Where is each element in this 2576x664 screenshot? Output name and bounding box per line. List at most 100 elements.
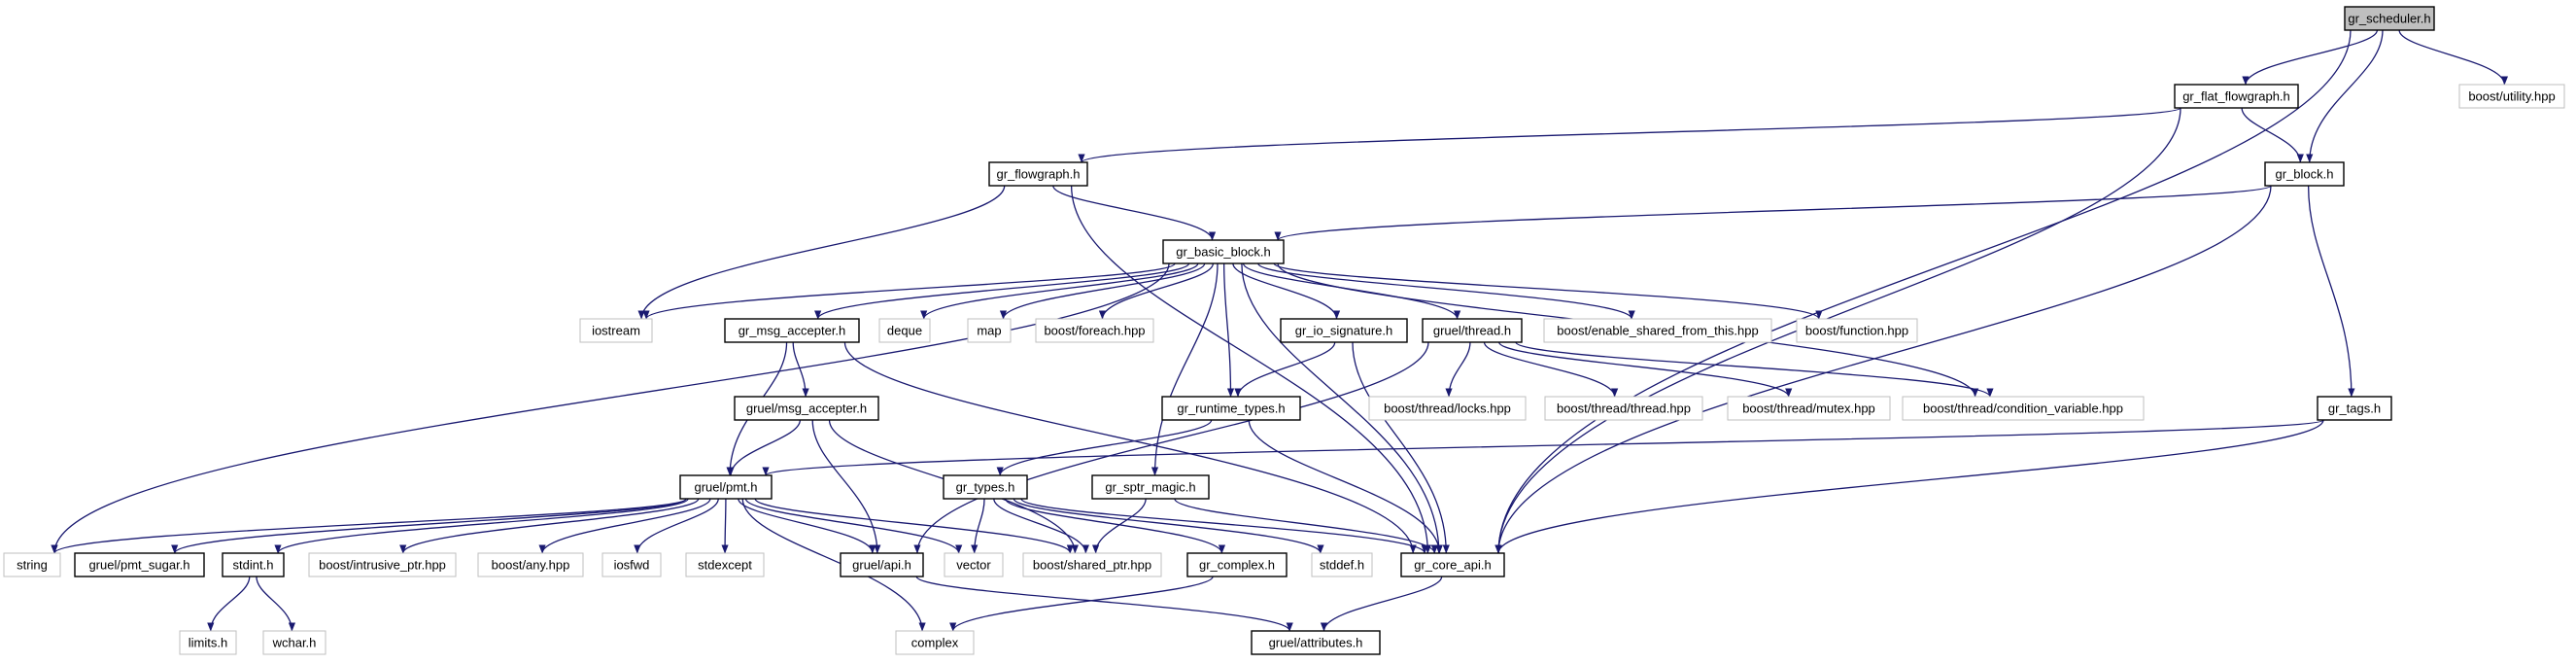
edge-arrow [1483,341,1619,398]
node-gr-block[interactable]: gr_block.h [2264,161,2345,187]
node-box [1251,630,1381,655]
node-gr-core-api[interactable]: gr_core_api.h [1400,552,1505,577]
node-box [1796,318,1918,343]
node-box [3,552,61,577]
node-label: gruel/pmt_sugar.h [88,557,189,572]
node-gruel-api[interactable]: gruel/api.h [840,552,924,577]
edge-arrow [993,498,1089,554]
node-deque: deque [878,318,931,343]
node-label: gruel/msg_accepter.h [746,401,867,415]
edge-gr-scheduler-to-gr-core-api [1494,29,2352,554]
node-label: boost/thread/locks.hpp [1384,401,1511,415]
edge-gruel-pmt-to-iosfwd [634,498,719,554]
node-box [734,396,879,421]
node-gr-scheduler[interactable]: gr_scheduler.h [2344,6,2435,31]
node-gr-sptr-magic[interactable]: gr_sptr_magic.h [1091,474,1210,500]
edge-gr-flat-flowgraph-to-gr-flowgraph [1078,107,2181,163]
node-stdint[interactable]: stdint.h [222,552,285,577]
node-box [967,318,1012,343]
node-gruel-pmt[interactable]: gruel/pmt.h [679,474,773,500]
edge-arrow [634,498,719,554]
node-gr-tags[interactable]: gr_tags.h [2317,396,2392,421]
edge-arrow [814,262,1190,320]
edge-gr-basic-block-to-map [999,262,1206,320]
node-label: gr_flowgraph.h [997,166,1081,181]
edge-gr-basic-block-to-gr-msg-accepter [814,262,1190,320]
edge-arrow [1241,262,1443,554]
edge-gr-scheduler-to-gr-block [2306,29,2384,163]
node-stdexcept: stdexcept [685,552,765,577]
node-boost-thread-cv: boost/thread/condition_variable.hpp [1902,396,2145,421]
edge-gr-basic-block-to-boost-esft [1257,262,1635,320]
edge-gr-flowgraph-to-gr-basic-block [1052,185,1217,241]
node-complex: complex [895,630,975,655]
edge-gr-runtime-types-to-gr-types [996,419,1213,476]
node-boost-esft: boost/enable_shared_from_this.hpp [1543,318,1772,343]
node-box [943,474,1028,500]
edge-gr-basic-block-to-boost-function [1273,262,1823,320]
edge-gr-types-to-stddef [1013,498,1324,554]
node-gr-runtime-types[interactable]: gr_runtime_types.h [1161,396,1301,421]
node-boost-thread-locks: boost/thread/locks.hpp [1368,396,1527,421]
edge-gr-complex-to-complex [949,576,1214,632]
edge-arrow [792,341,809,398]
node-gr-complex[interactable]: gr_complex.h [1186,552,1288,577]
node-gruel-pmt-sugar[interactable]: gruel/pmt_sugar.h [74,552,205,577]
node-gr-flowgraph[interactable]: gr_flowgraph.h [988,161,1088,187]
node-gr-io-signature[interactable]: gr_io_signature.h [1280,318,1408,343]
edge-arrow [1257,262,1635,320]
edge-arrow [1070,185,1431,554]
node-box [944,552,1004,577]
node-box [579,318,653,343]
node-box [1035,318,1154,343]
node-box [2344,6,2435,31]
node-gruel-thread[interactable]: gruel/thread.h [1422,318,1523,343]
node-gr-msg-accepter[interactable]: gr_msg_accepter.h [724,318,860,343]
node-label: gruel/api.h [852,557,911,572]
edge-gruel-pmt-to-boost-shared-ptr [754,498,1074,554]
edge-gr-flat-flowgraph-to-gr-core-api [1494,107,2181,554]
node-label: complex [911,635,959,649]
edge-arrow [1273,262,1823,320]
node-gr-types[interactable]: gr_types.h [943,474,1028,500]
edge-gruel-pmt-to-string [51,498,687,554]
node-box [1091,474,1210,500]
edge-arrow [1248,419,1443,554]
edge-arrow [1242,262,1461,320]
edge-arrow [1274,185,2272,241]
edge-arrow [996,419,1213,476]
node-gr-flat-flowgraph[interactable]: gr_flat_flowgraph.h [2174,84,2299,109]
edge-arrow [811,419,881,554]
edge-arrow [727,419,802,476]
node-box [878,318,931,343]
edge-gr-msg-accepter-to-gruel-msg-accepter [792,341,809,398]
node-gruel-attributes[interactable]: gruel/attributes.h [1251,630,1381,655]
edge-arrow [741,498,926,632]
edge-arrow [1222,262,1235,398]
node-label: boost/thread/condition_variable.hpp [1923,401,2123,415]
edge-arrow [207,576,251,632]
node-limits: limits.h [179,630,237,655]
node-box [895,630,975,655]
node-gr-basic-block[interactable]: gr_basic_block.h [1162,239,1285,264]
node-boost-thread-thread: boost/thread/thread.hpp [1544,396,1703,421]
node-box [1022,552,1162,577]
node-gruel-msg-accepter[interactable]: gruel/msg_accepter.h [734,396,879,421]
node-label: vector [956,557,991,572]
node-box [1186,552,1288,577]
edge-gruel-api-to-gruel-attributes [915,576,1293,632]
node-box [222,552,285,577]
node-label: boost/thread/mutex.hpp [1742,401,1875,415]
node-box [1902,396,2145,421]
node-label: boost/thread/thread.hpp [1557,401,1691,415]
edge-gr-basic-block-to-deque [920,262,1199,320]
node-iostream: iostream [579,318,653,343]
node-label: gruel/thread.h [1433,323,1511,337]
edge-arrow [1234,341,1336,398]
edge-gruel-pmt-to-complex [741,498,926,632]
node-box [601,552,662,577]
edge-arrow [2398,29,2509,86]
edge-gr-block-to-gr-basic-block [1274,185,2272,241]
node-label: gr_runtime_types.h [1177,401,1285,415]
node-box [1280,318,1408,343]
